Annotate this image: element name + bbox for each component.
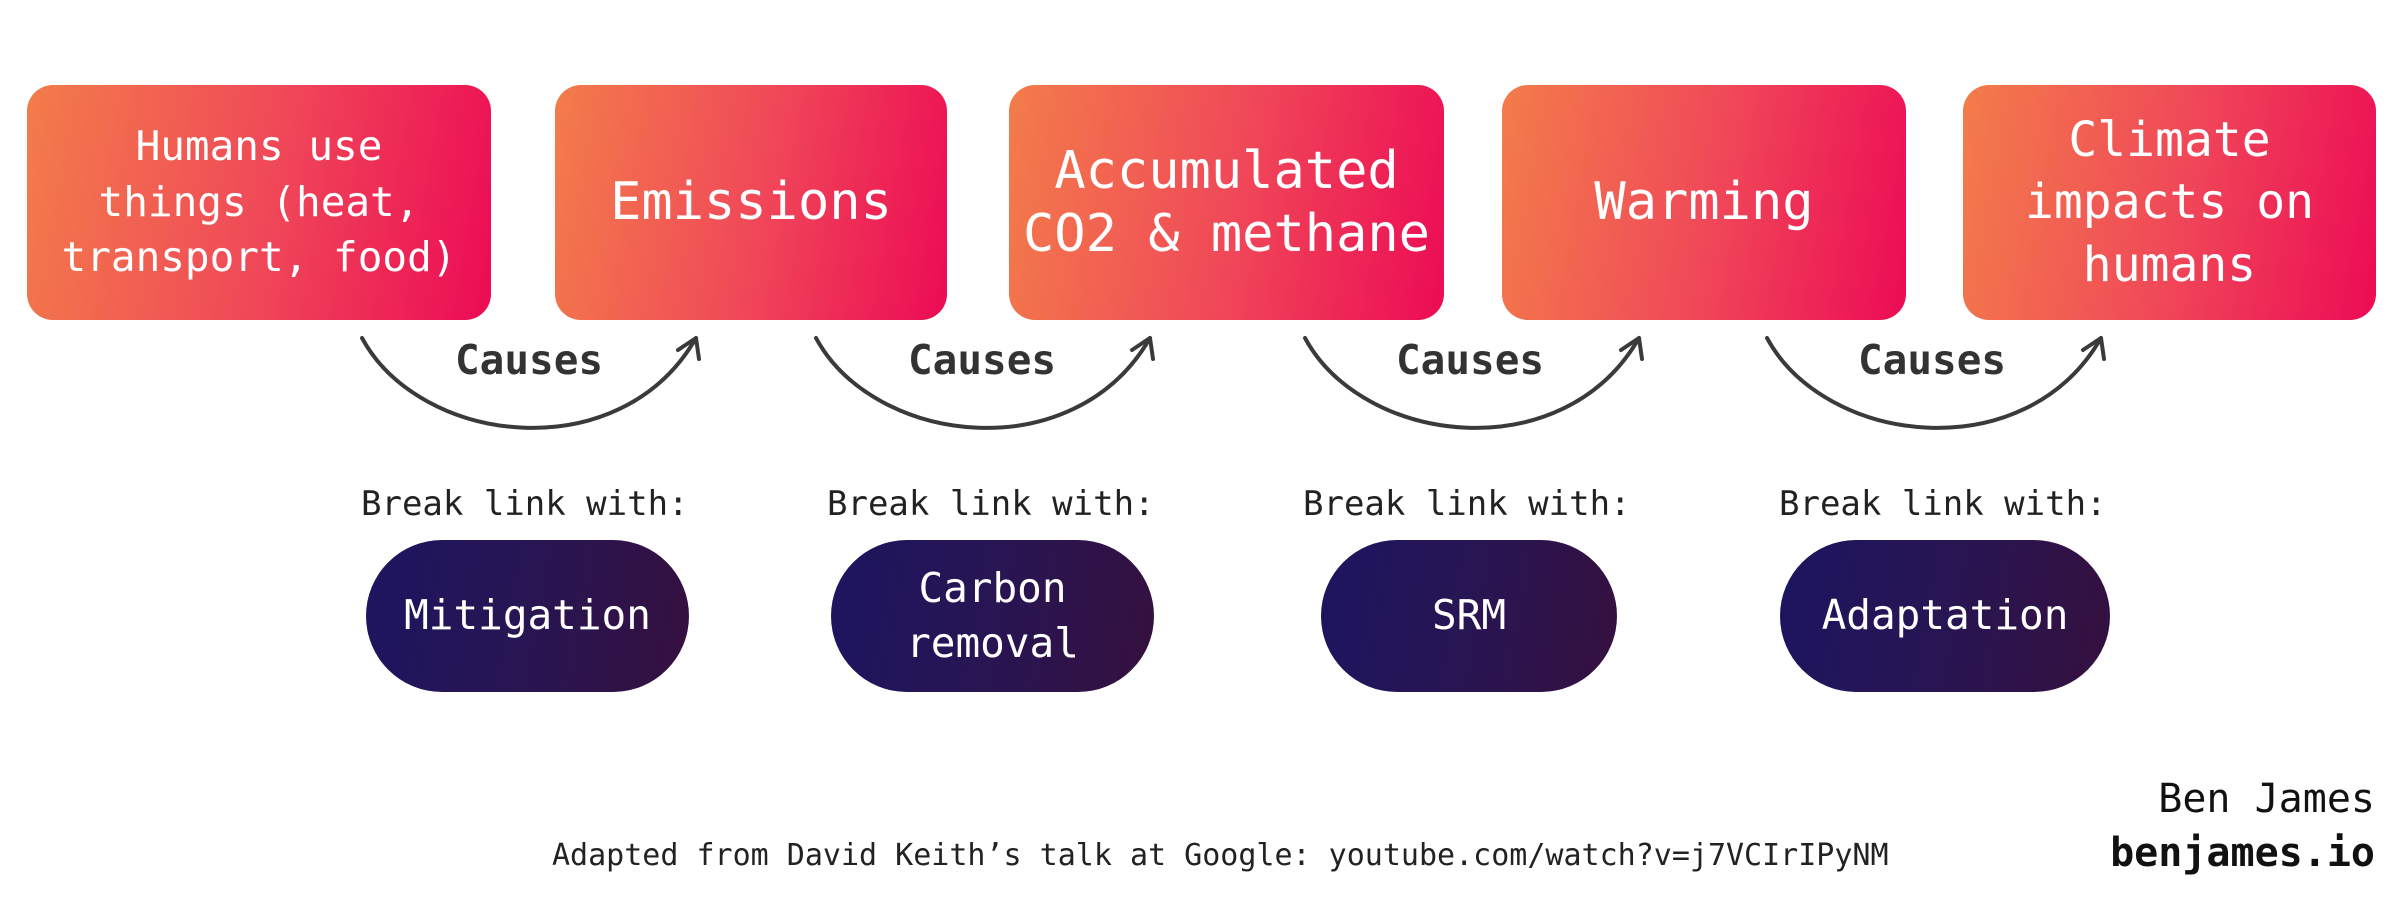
author-site: benjames.io (2110, 830, 2375, 876)
node-label: Humans use things (heat, transport, food… (61, 122, 457, 282)
causes-label-4: Causes (1858, 336, 2007, 384)
intervention-label: SRM (1431, 591, 1507, 640)
causes-arrow-head-1 (676, 336, 701, 361)
author-block: Ben James benjames.io (2110, 772, 2375, 880)
node-label: Accumulated CO2 & methane (1023, 141, 1430, 264)
causes-arrow-head-4 (2081, 336, 2106, 361)
causes-arrow-head-3 (1619, 336, 1644, 361)
node-accumulated-gases: Accumulated CO2 & methane (1009, 85, 1444, 320)
intervention-mitigation: Mitigation (366, 540, 689, 692)
node-label: Climate impacts on humans (2025, 111, 2314, 293)
intervention-label: Adaptation (1821, 591, 2069, 640)
node-label: Emissions (610, 172, 892, 233)
node-warming: Warming (1502, 85, 1906, 320)
causes-label-1: Causes (455, 336, 604, 384)
break-link-label-2: Break link with: (827, 484, 1155, 524)
intervention-srm: SRM (1321, 540, 1617, 692)
break-link-label-1: Break link with: (361, 484, 689, 524)
node-label: Warming (1594, 172, 1814, 233)
break-link-label-3: Break link with: (1303, 484, 1631, 524)
causes-label-2: Causes (908, 336, 1057, 384)
source-credit: Adapted from David Keith’s talk at Googl… (552, 838, 1889, 873)
intervention-label: Carbon removal (906, 563, 1079, 667)
node-climate-impacts: Climate impacts on humans (1963, 85, 2376, 320)
causes-label-3: Causes (1396, 336, 1545, 384)
intervention-label: Mitigation (404, 591, 651, 640)
intervention-adaptation: Adaptation (1780, 540, 2110, 692)
node-humans-use-things: Humans use things (heat, transport, food… (27, 85, 491, 320)
causes-arrow-head-2 (1130, 336, 1155, 361)
break-link-label-4: Break link with: (1779, 484, 2107, 524)
node-emissions: Emissions (555, 85, 947, 320)
author-name: Ben James (2158, 776, 2375, 822)
intervention-carbon-removal: Carbon removal (831, 540, 1154, 692)
